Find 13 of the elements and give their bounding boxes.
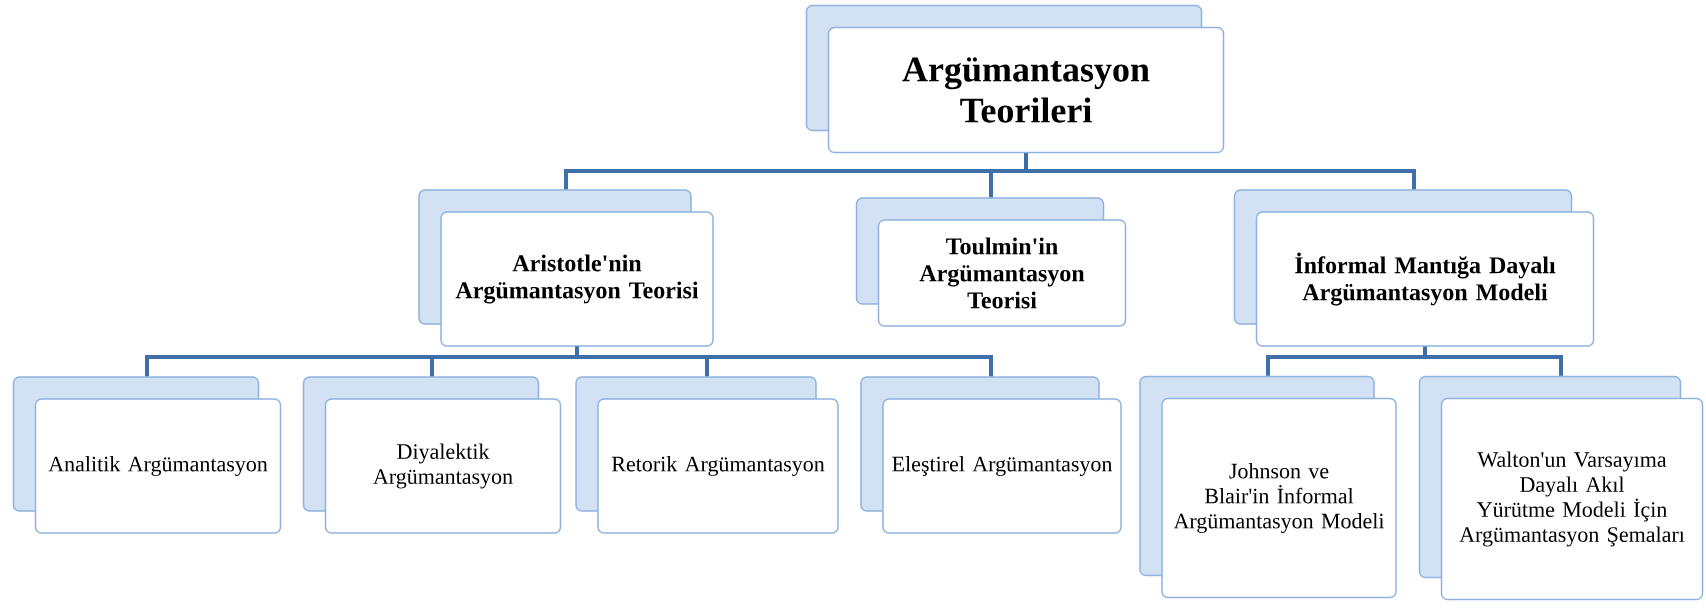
- box: Analitik Argümantasyon: [12, 376, 282, 534]
- connector-line: [575, 346, 993, 377]
- box: Johnson ve Blair'in İnformal Argümantasyon Modeli: [1139, 375, 1397, 599]
- box: Walton'un Varsayıma Dayalı Akıl Yürütme Modeli İçin Argümantasyon Şemaları: [1418, 375, 1704, 601]
- connector-line: [1423, 346, 1563, 376]
- box: Argümantasyon Teorileri: [805, 4, 1225, 154]
- box: Aristotle'nin Argümantasyon Teorisi: [418, 189, 714, 347]
- box: İnformal Mantığa Dayalı Argümantasyon Modeli: [1233, 189, 1595, 347]
- box: Diyalektik Argümantasyon: [302, 376, 562, 534]
- connector-line: [1024, 153, 1416, 190]
- box: Eleştirel Argümantasyon: [860, 376, 1122, 534]
- box: Toulmin'in Argümantasyon Teorisi: [855, 197, 1127, 327]
- box: Retorik Argümantasyon: [575, 376, 839, 534]
